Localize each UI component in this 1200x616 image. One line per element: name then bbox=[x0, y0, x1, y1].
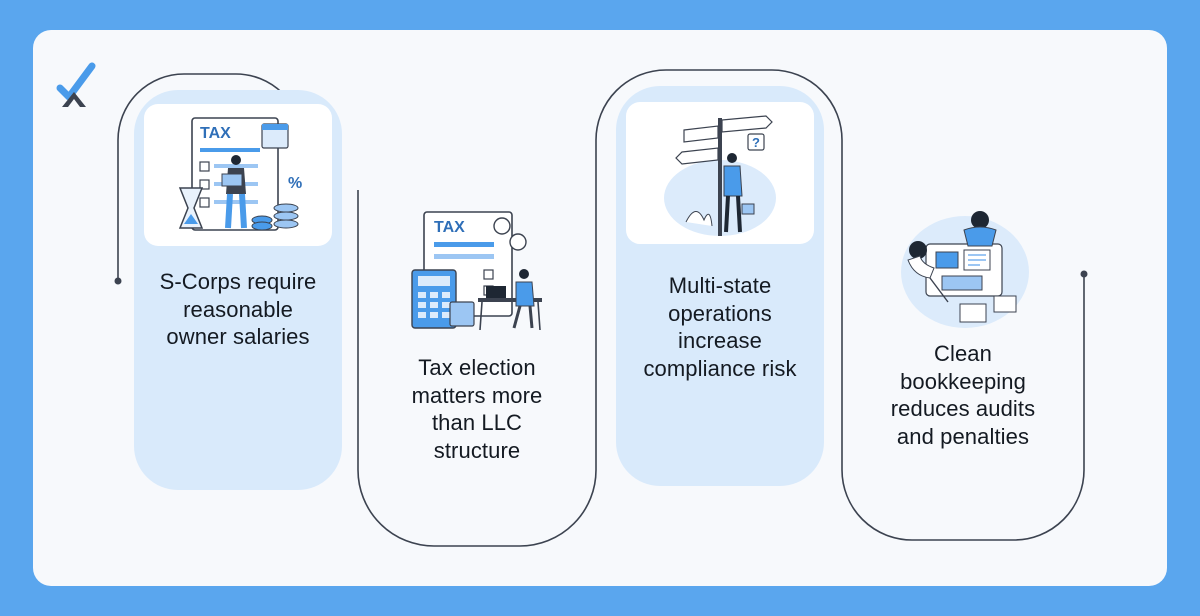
card-multi-state: ? Multi-state operations increase compli… bbox=[616, 86, 824, 486]
percent-sign: % bbox=[288, 175, 302, 192]
card-s-corps: TAX % S-Corps require reasonable owner s… bbox=[134, 90, 342, 490]
question-mark: ? bbox=[752, 135, 760, 150]
tax-heading-2: TAX bbox=[434, 219, 465, 236]
card-3-illustration-frame: ? bbox=[626, 102, 814, 244]
card-clean-bookkeeping: Clean bookkeeping reduces audits and pen… bbox=[842, 176, 1084, 540]
card-1-illustration-frame: TAX % bbox=[144, 104, 332, 246]
tax-calendar-hourglass-illustration: TAX % bbox=[178, 117, 302, 231]
card-tax-election: TAX Tax election matters more than LLC s… bbox=[358, 190, 596, 546]
team-bookkeeping-table-illustration bbox=[901, 211, 1029, 328]
card-3-text: Multi-state operations increase complian… bbox=[643, 273, 797, 381]
card-2-text: Tax election matters more than LLC struc… bbox=[411, 355, 543, 463]
tax-heading: TAX bbox=[200, 125, 231, 142]
card-1-text: S-Corps require reasonable owner salarie… bbox=[159, 269, 317, 349]
card-4-text: Clean bookkeeping reduces audits and pen… bbox=[890, 341, 1036, 449]
tax-calculator-desk-illustration: TAX bbox=[411, 211, 542, 331]
crossroads-signpost-illustration: ? bbox=[664, 115, 776, 236]
checkmark-x-logo-icon bbox=[56, 62, 96, 107]
